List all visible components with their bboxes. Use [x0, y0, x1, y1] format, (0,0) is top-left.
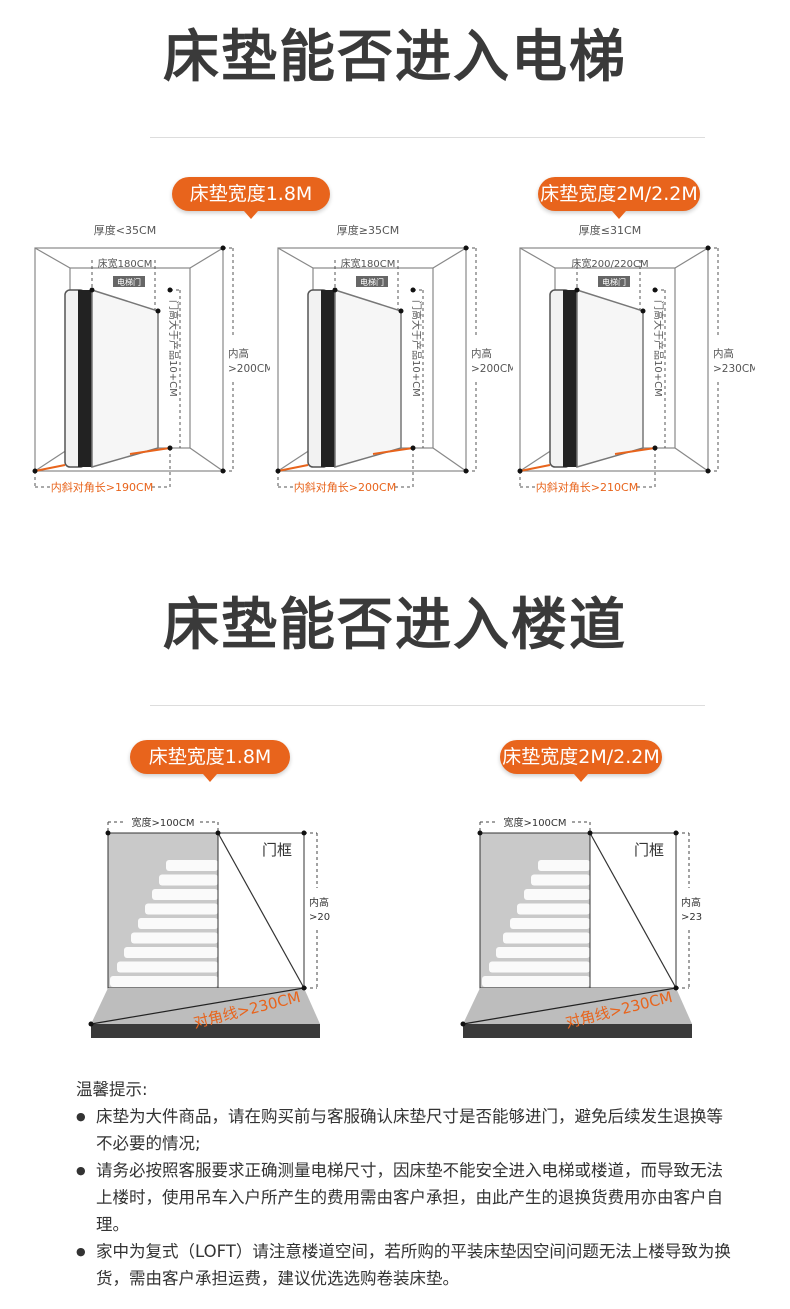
stair-step [145, 903, 218, 915]
notes-heading: 温馨提示: [76, 1080, 148, 1099]
mattress-face [576, 288, 644, 468]
inner-height-value: >200CM [228, 363, 270, 375]
stairway-diagram: 宽度>100CM 门框 内高 >200CM 对角线>230CM [88, 816, 330, 1038]
stair-step [138, 918, 218, 929]
stairway-diagram: 宽度>100CM 门框 内高 >230CM 对角线>230CM [460, 816, 702, 1038]
width-label: 宽度>100CM [503, 816, 566, 829]
inner-height-label: 内高 [471, 347, 492, 360]
inner-height-value: >200CM [471, 363, 513, 375]
stair-step [117, 961, 218, 973]
floor-base [91, 1024, 320, 1038]
floor [91, 988, 320, 1024]
diagonal-label: 内斜对角长>210CM [536, 480, 638, 494]
thickness-label: 厚度≤31CM [579, 223, 641, 237]
door-height-label: 门高大于产品10+CM [167, 300, 180, 397]
note-item: 家中为复式（LOFT）请注意楼道空间，若所购的平装床垫因空间问题无法上楼导致为换… [76, 1238, 736, 1292]
diagonal-label: 内斜对角长>190CM [51, 480, 153, 494]
notes: 温馨提示: 床垫为大件商品，请在购买前与客服确认床垫尺寸是否能够进门，避免后续发… [76, 1076, 736, 1292]
mattress-face [91, 288, 159, 468]
elevator-title: 床垫能否进入电梯 [163, 25, 627, 90]
stair-step [524, 889, 590, 900]
floor [463, 988, 692, 1024]
mattress-face [334, 288, 402, 468]
door-label: 电梯门 [360, 277, 384, 287]
stair-step [482, 976, 590, 987]
divider [150, 705, 705, 706]
stair-step [517, 903, 590, 915]
stair-step [538, 860, 590, 871]
thickness-label: 厚度≥35CM [337, 223, 399, 237]
stair-step [503, 932, 590, 944]
note-item: 请务必按照客服要求正确测量电梯尺寸，因床垫不能安全进入电梯或楼道，而导致无法上楼… [76, 1157, 736, 1238]
note-item: 床垫为大件商品，请在购买前与客服确认床垫尺寸是否能够进门，避免后续发生退换等不必… [76, 1103, 736, 1157]
stair-step [131, 932, 218, 944]
door-frame-label: 门框 [634, 841, 664, 859]
stair-step [159, 874, 218, 886]
inner-height-value: >200CM [309, 912, 330, 923]
elevator-door-tag [598, 276, 630, 287]
bed-width-label: 床宽200/220CM [571, 257, 648, 270]
inner-height-label: 内高 [713, 347, 734, 360]
elevator-diagram: 电梯门 厚度≥35CM 床宽180CM 门高大于产品10+CM 内高 >200C… [275, 223, 513, 494]
elevator-door-tag [356, 276, 388, 287]
elevator-diagram: 电梯门 厚度<35CM 床宽180CM 门高大于产品10+CM 内高 >200C… [32, 223, 270, 494]
door-height-label: 门高大于产品10+CM [410, 300, 423, 397]
door-frame-label: 门框 [262, 841, 292, 859]
stair-step [166, 860, 218, 871]
door-label: 电梯门 [117, 277, 141, 287]
stair-step [531, 874, 590, 886]
stair-step [496, 947, 590, 958]
stair-step [510, 918, 590, 929]
elevator-diagram: 电梯门 厚度≤31CM 床宽200/220CM 门高大于产品10+CM 内高 >… [517, 223, 755, 494]
mattress-side [321, 290, 335, 467]
inner-height-label: 内高 [681, 896, 701, 909]
stair-step [110, 976, 218, 987]
stair-step [124, 947, 218, 958]
divider [150, 137, 705, 138]
bed-width-label: 床宽180CM [98, 257, 153, 270]
badge-width-1-8m: 床垫宽度1.8M [130, 740, 290, 782]
thickness-label: 厚度<35CM [94, 223, 156, 237]
inner-height-value: >230CM [713, 363, 755, 375]
width-label: 宽度>100CM [131, 816, 194, 829]
badge-width-2m: 床垫宽度2M/2.2M [538, 177, 700, 219]
door-label: 电梯门 [602, 277, 626, 287]
badge-width-2m: 床垫宽度2M/2.2M [500, 740, 662, 782]
inner-height-value: >230CM [681, 912, 702, 923]
stair-step [489, 961, 590, 973]
bed-width-label: 床宽180CM [341, 257, 396, 270]
stair-step [152, 889, 218, 900]
door-height-label: 门高大于产品10+CM [652, 300, 665, 397]
floor-base [463, 1024, 692, 1038]
badge-width-1-8m: 床垫宽度1.8M [172, 177, 330, 219]
diagonal-label: 内斜对角长>200CM [294, 480, 396, 494]
mattress-side [563, 290, 577, 467]
inner-height-label: 内高 [309, 896, 329, 909]
mattress-side [78, 290, 92, 467]
inner-height-label: 内高 [228, 347, 249, 360]
elevator-door-tag [113, 276, 145, 287]
stair-title: 床垫能否进入楼道 [163, 593, 627, 658]
